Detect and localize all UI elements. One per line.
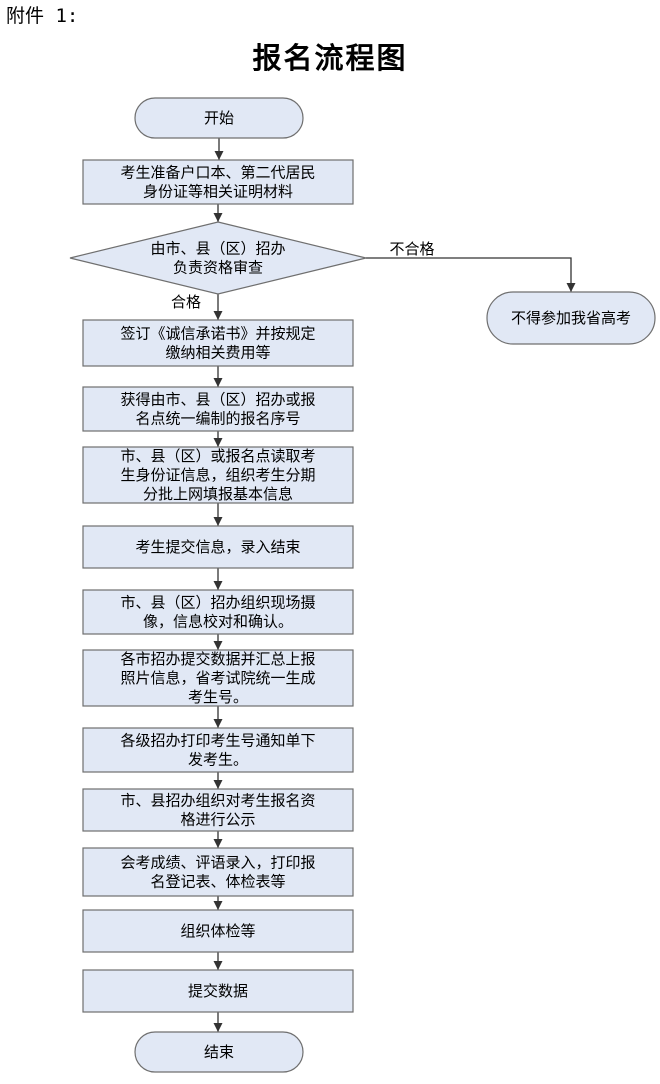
node-text-line: 开始: [204, 109, 234, 127]
node-text-line: 考生准备户口本、第二代居民: [120, 164, 315, 182]
node-text-line: 照片信息，省考试院统一生成: [120, 669, 315, 687]
node-text-line: 签订《诚信承诺书》并按规定: [120, 325, 315, 343]
node-text-line: 由市、县（区）招办: [150, 240, 285, 258]
node-physical: 组织体检等: [82, 909, 354, 953]
node-text-line: 格进行公示: [180, 811, 255, 829]
attachment-label: 附件 1:: [6, 5, 79, 27]
node-text-line: 各市招办提交数据并汇总上报: [120, 650, 315, 668]
process-box: [82, 788, 354, 832]
terminal-shape: [134, 1031, 304, 1073]
node-submit-data: 提交数据: [82, 969, 354, 1013]
process-box: [82, 319, 354, 367]
process-box: [82, 525, 354, 569]
node-end: 结束: [134, 1031, 304, 1073]
process-box: [82, 649, 354, 707]
node-text-line: 发考生。: [188, 751, 248, 769]
node-text-line: 缴纳相关费用等: [165, 344, 270, 362]
node-text-line: 分批上网填报基本信息: [143, 485, 293, 503]
node-text-line: 名登记表、体检表等: [150, 873, 285, 891]
node-text-line: 考生提交信息，录入结束: [135, 538, 300, 556]
node-text-line: 生身份证信息，组织考生分期: [120, 466, 315, 484]
terminal-shape: [134, 97, 304, 139]
process-box: [82, 589, 354, 635]
edge-review-to-reject: [366, 257, 576, 292]
node-text-line: 会考成绩、评语录入，打印报: [120, 854, 315, 872]
node-start: 开始: [134, 97, 304, 139]
node-text-line: 市、县（区）招办组织现场摄: [120, 594, 315, 612]
process-box: [82, 969, 354, 1013]
node-text-line: 结束: [204, 1043, 234, 1061]
node-text-line: 名点统一编制的报名序号: [135, 410, 300, 428]
terminal-shape: [486, 291, 656, 345]
process-box: [82, 386, 354, 432]
node-text-line: 获得由市、县（区）招办或报: [120, 391, 315, 409]
page-title: 报名流程图: [252, 41, 408, 75]
node-reject: 不得参加我省高考: [486, 291, 656, 345]
process-box: [82, 159, 354, 205]
node-text-line: 考生号。: [188, 688, 248, 706]
node-text-line: 市、县（区）或报名点读取考: [120, 447, 315, 465]
node-text-line: 组织体检等: [180, 922, 255, 940]
decision-diamond: [69, 221, 367, 295]
edge-label: 合格: [171, 293, 201, 311]
node-submit-info: 考生提交信息，录入结束: [82, 525, 354, 569]
process-box: [82, 727, 354, 773]
process-box: [82, 847, 354, 897]
node-text-line: 各级招办打印考生号通知单下: [120, 732, 315, 750]
node-text-line: 负责资格审查: [173, 259, 263, 277]
edge-label: 不合格: [389, 240, 434, 258]
process-box: [82, 909, 354, 953]
process-box: [82, 446, 354, 504]
node-text-line: 像，信息校对和确认。: [143, 613, 293, 631]
node-text-line: 身份证等相关证明材料: [143, 183, 293, 201]
node-text-line: 不得参加我省高考: [511, 309, 631, 327]
edges-layer: [213, 138, 576, 1032]
nodes-layer: 开始考生准备户口本、第二代居民身份证等相关证明材料由市、县（区）招办负责资格审查…: [69, 97, 656, 1073]
node-text-line: 提交数据: [188, 982, 248, 1000]
node-text-line: 市、县招办组织对考生报名资: [120, 792, 315, 810]
